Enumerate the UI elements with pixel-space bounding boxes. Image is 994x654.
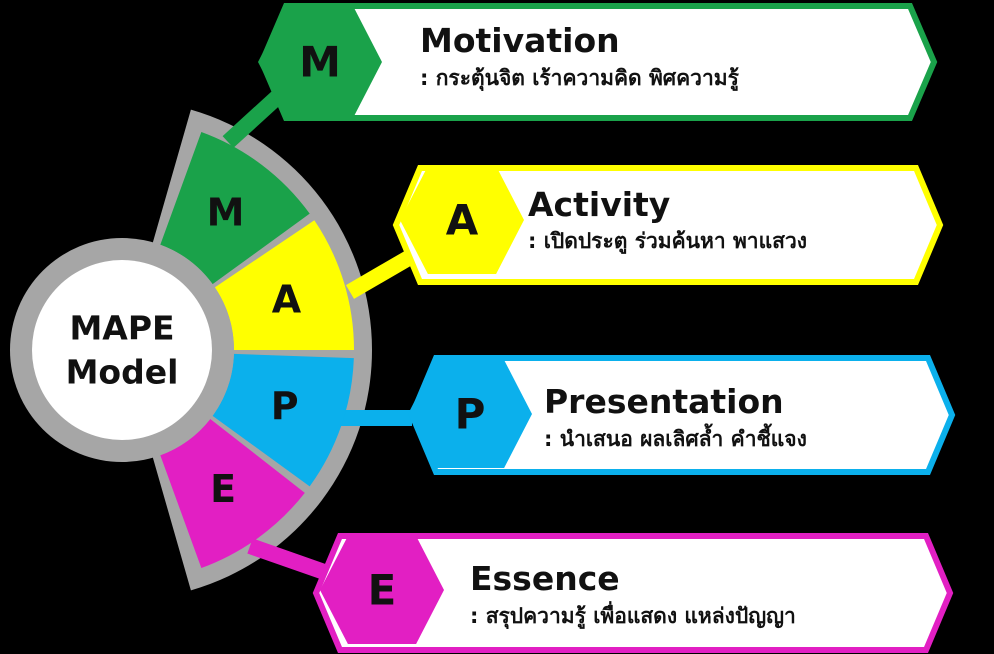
segment-m-letter: M <box>207 191 245 235</box>
card-activity-description: : เปิดประตู ร่วมค้นหา พาแสวง <box>528 229 807 255</box>
segment-p-letter: P <box>271 384 299 428</box>
card-essence-description: : สรุปความรู้ เพื่อแสดง แหล่งปัญญา <box>470 600 796 630</box>
segment-e-letter: E <box>210 467 236 511</box>
card-motivation: M Motivation : กระตุ้นจิต เร้าความคิด พิ… <box>258 2 938 121</box>
card-activity-title: Activity <box>528 185 670 224</box>
hexagon-p-letter: P <box>455 390 486 439</box>
card-essence-title: Essence <box>470 559 620 598</box>
card-motivation-description: : กระตุ้นจิต เร้าความคิด พิศความรู้ <box>420 66 740 92</box>
connector-activity <box>345 249 417 299</box>
center-circle <box>32 260 212 440</box>
hexagon-a-letter: A <box>446 196 479 245</box>
card-activity: A Activity : เปิดประตู ร่วมค้นหา พาแสวง <box>392 165 944 285</box>
segment-e <box>160 418 305 569</box>
card-presentation: P Presentation : นำเสนอ ผลเลิศล้ำ คำชี้แ… <box>408 355 956 475</box>
center-label-line1: MAPE <box>69 309 174 348</box>
segment-a-letter: A <box>272 278 302 322</box>
hexagon-e <box>320 536 444 644</box>
card-essence-shape <box>312 533 954 653</box>
hexagon-p <box>408 360 532 468</box>
connector-presentation <box>340 410 412 426</box>
hexagon-e-letter: E <box>368 566 397 615</box>
card-motivation-title: Motivation <box>420 21 620 60</box>
card-presentation-title: Presentation <box>544 382 784 421</box>
center-label-line2: Model <box>66 353 179 392</box>
card-essence: E Essence : สรุปความรู้ เพื่อแสดง แหล่งป… <box>312 533 954 653</box>
segment-p <box>212 353 354 487</box>
card-activity-shape <box>392 165 944 285</box>
connector-essence <box>247 538 333 582</box>
connector-motivation <box>222 84 291 148</box>
card-presentation-description: : นำเสนอ ผลเลิศล้ำ คำชี้แจง <box>544 423 807 451</box>
hexagon-m <box>258 8 382 116</box>
hexagon-a <box>400 166 524 274</box>
segment-a <box>214 220 354 350</box>
hexagon-m-letter: M <box>299 38 341 87</box>
segment-m <box>160 131 310 285</box>
